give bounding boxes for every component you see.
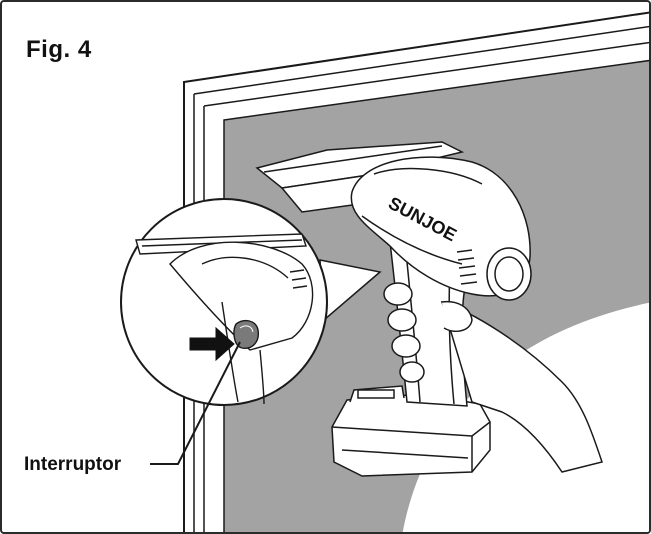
battery-pack	[331, 385, 491, 477]
arrow-right-icon	[189, 326, 235, 362]
callout-label-interruptor: Interruptor	[24, 454, 122, 475]
magnifier-callout	[120, 198, 382, 406]
figure-title: Fig. 4	[26, 36, 92, 63]
callout-leader-line	[150, 341, 241, 465]
hand	[383, 282, 603, 473]
tool-body	[350, 156, 532, 301]
